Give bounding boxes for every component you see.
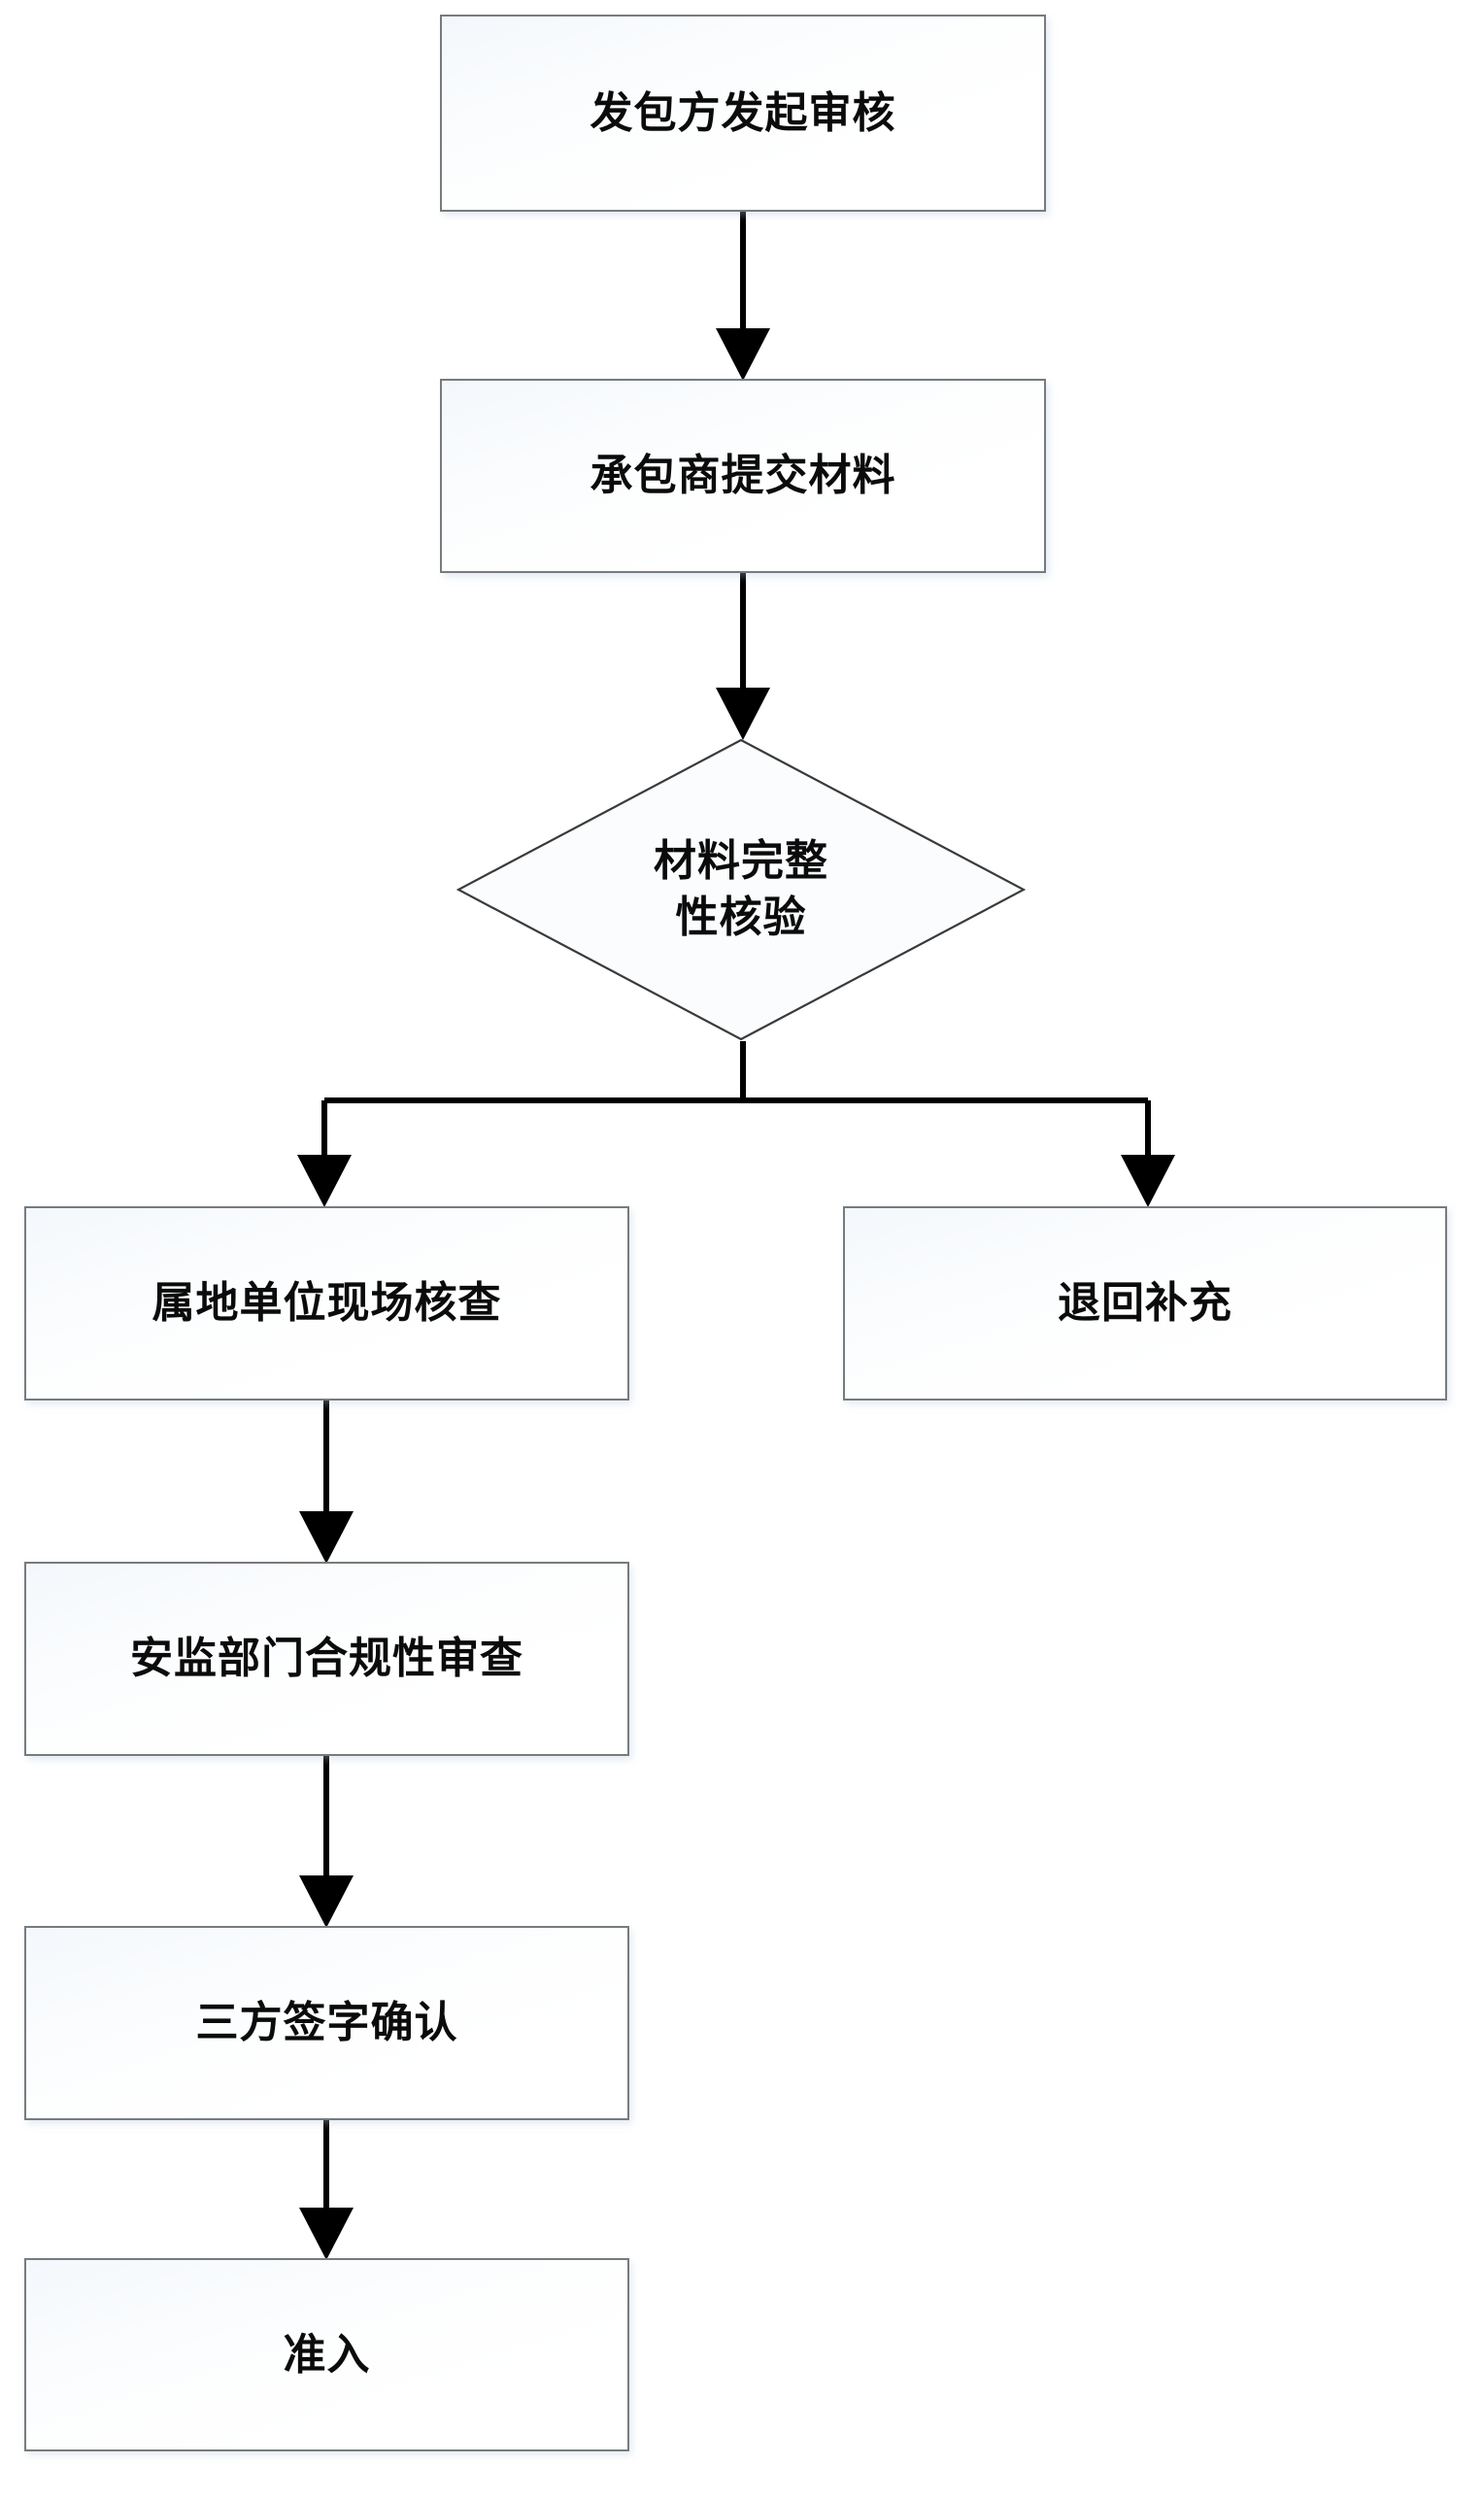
node-check-decision[interactable]: 材料完整 性核验 [456,738,1026,1041]
edge-compliance-to-signature [299,1756,354,1928]
edge-check-split-stem [324,1041,1148,1103]
edge-check-to-return [1121,1100,1175,1207]
node-start-label: 发包方发起审核 [590,87,896,138]
edge-start-to-submit [716,212,770,381]
node-start[interactable]: 发包方发起审核 [440,15,1046,212]
edge-submit-to-check [716,573,770,740]
edge-check-to-onsite [297,1100,352,1207]
node-submit-label: 承包商提交材料 [590,451,896,501]
node-onsite-label: 属地单位现场核查 [152,1278,502,1329]
node-compliance[interactable]: 安监部门合规性审查 [24,1562,629,1756]
node-signature-label: 三方签字确认 [195,1998,458,2048]
node-return-label: 退回补充 [1058,1278,1232,1329]
edge-onsite-to-compliance [299,1401,354,1564]
node-admit[interactable]: 准入 [24,2258,629,2451]
node-compliance-label: 安监部门合规性审查 [130,1634,523,1684]
node-return[interactable]: 退回补充 [843,1206,1447,1401]
node-submit[interactable]: 承包商提交材料 [440,379,1046,573]
diamond-shape-icon [456,738,1026,1041]
node-signature[interactable]: 三方签字确认 [24,1926,629,2120]
node-onsite[interactable]: 属地单位现场核查 [24,1206,629,1401]
edge-signature-to-admit [299,2120,354,2260]
node-admit-label: 准入 [283,2329,371,2380]
